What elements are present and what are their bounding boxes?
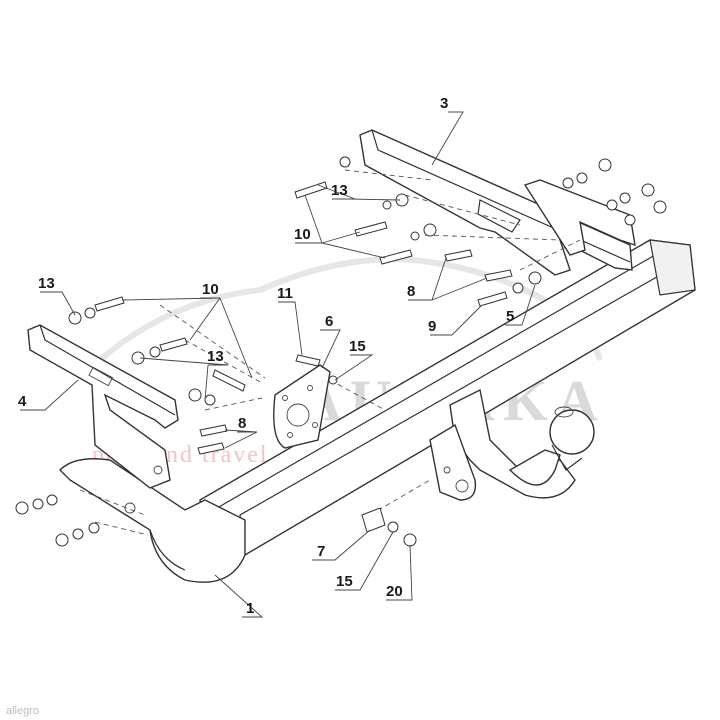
- callout-15-upper: 15: [349, 338, 366, 355]
- callout-13-top: 13: [331, 182, 348, 199]
- left-lower-bracket: [59, 458, 246, 583]
- hardware-lower: [361, 507, 417, 547]
- towball-assembly: [429, 388, 595, 501]
- callout-4: 4: [18, 393, 27, 410]
- callout-15-lower: 15: [336, 573, 353, 590]
- callout-8-right: 8: [407, 283, 415, 300]
- callout-11: 11: [277, 285, 293, 302]
- callout-9: 9: [428, 318, 436, 335]
- callout-6: 6: [325, 313, 333, 330]
- callout-13-mid: 13: [207, 348, 224, 365]
- hardware-right: [294, 156, 667, 307]
- watermark-car-outline: [98, 256, 603, 363]
- callout-5: 5: [506, 308, 514, 325]
- right-upper-bracket: [359, 129, 636, 276]
- socket-plate: [273, 364, 331, 449]
- callout-3: 3: [440, 95, 448, 112]
- corner-watermark: allegro: [6, 705, 39, 717]
- leader-lines: [20, 111, 536, 618]
- callout-labels: 3 13 10 8 9 5 13 10 13 4 8 11 6 15 7 15 …: [18, 95, 514, 617]
- callout-1: 1: [246, 600, 254, 617]
- callout-10-top: 10: [294, 226, 311, 243]
- callout-20: 20: [386, 583, 403, 600]
- callout-13-left: 13: [38, 275, 55, 292]
- left-upper-bracket: [27, 324, 179, 489]
- callout-7: 7: [317, 543, 325, 560]
- callout-10-left: 10: [202, 281, 219, 298]
- callout-8-left: 8: [238, 415, 246, 432]
- hardware-left: [15, 296, 338, 547]
